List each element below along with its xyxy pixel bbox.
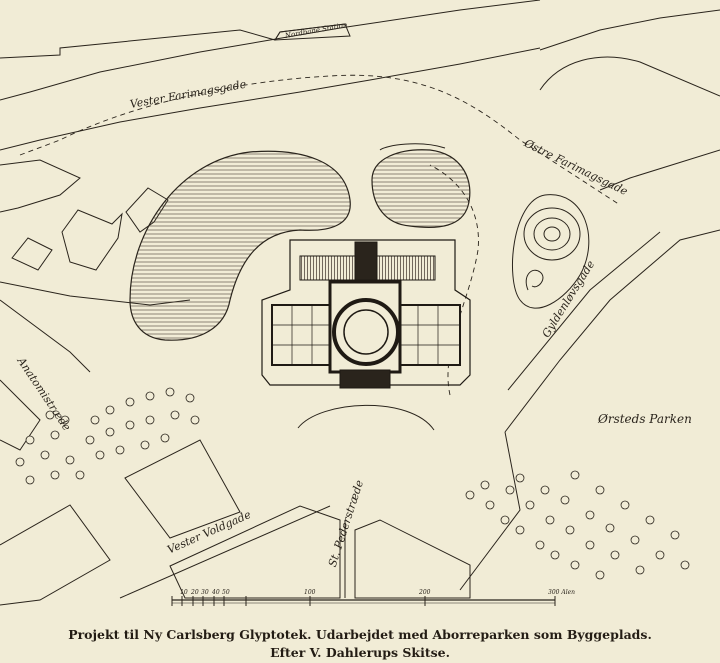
caption-title: Projekt til Ny Carlsberg Glyptotek. Udar… <box>68 627 652 642</box>
block-bottom-mid <box>124 439 241 539</box>
scale-tick-50: 50 <box>222 589 230 596</box>
street-edge-north <box>0 23 346 59</box>
gyldenlove-street <box>459 431 521 591</box>
tree-rows-left <box>15 387 200 485</box>
scale-tick-10: 10 <box>180 589 188 596</box>
left-lower-block <box>0 379 41 451</box>
park-left-lobe-upper <box>379 143 446 151</box>
scale-tick-200: 200 <box>419 589 431 596</box>
building-left-1 <box>11 237 53 271</box>
orsted-park-line-2 <box>507 231 661 391</box>
scale-tick-20: 20 <box>191 589 199 596</box>
block-right-mid <box>599 149 720 191</box>
block-right-upper <box>539 56 720 97</box>
tree-rows-right <box>465 470 690 580</box>
spiral-garden <box>511 194 590 309</box>
station-building <box>274 23 351 41</box>
scale-tick-300: 300 Alen <box>548 589 576 596</box>
scale-bar <box>171 596 556 606</box>
building-left-2 <box>61 209 123 271</box>
orsted-park-edge <box>504 229 720 433</box>
scale-tick-30: 30 <box>201 589 209 596</box>
voldgade-line <box>119 505 331 599</box>
park-right-lobe <box>371 149 471 228</box>
anatomi-street-edge <box>0 299 91 373</box>
label-orsteds-parken: Ørsteds Parken <box>598 412 692 426</box>
street-edge-b <box>0 47 541 151</box>
railway-block-outline <box>0 0 541 101</box>
caption-subtitle: Efter V. Dahlerups Skitse. <box>270 645 450 660</box>
park-left-lobe <box>129 150 351 341</box>
site-plan-map <box>0 0 720 606</box>
block-left-edge <box>0 159 81 213</box>
block-bottom-left <box>0 504 111 606</box>
scale-tick-40: 40 <box>212 589 220 596</box>
block-bottom-3 <box>354 519 471 599</box>
approach-arc <box>297 404 435 431</box>
block-ostre-edge <box>539 9 720 51</box>
scale-tick-100: 100 <box>304 589 316 596</box>
block-bottom-2 <box>169 505 341 599</box>
glyptotek-building <box>261 239 471 389</box>
